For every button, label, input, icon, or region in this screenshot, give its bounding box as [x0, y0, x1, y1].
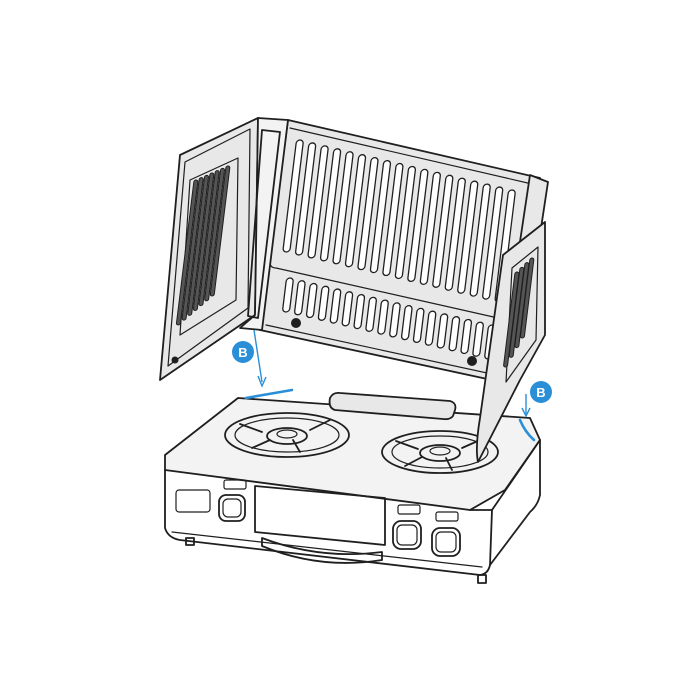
vent-slot — [317, 285, 330, 321]
vent-slot — [187, 174, 209, 316]
vent-slot — [424, 310, 437, 346]
stove-foot-left — [185, 537, 195, 546]
control-knob-center-inner — [396, 524, 418, 546]
vent-slot — [341, 291, 354, 327]
gas-stove — [164, 391, 541, 584]
vent-slot — [407, 168, 429, 283]
mounting-screw-right — [467, 356, 477, 366]
vent-slot — [469, 183, 491, 297]
vent-slot — [412, 307, 425, 344]
control-knob-left — [218, 494, 246, 522]
vent-slot — [436, 313, 449, 349]
burner-left — [224, 412, 350, 458]
vent-slot — [432, 174, 454, 288]
vent-slot — [192, 172, 215, 311]
vent-slot — [519, 257, 535, 339]
left-wing-vent-slots — [175, 165, 231, 326]
grill-drawer-handle — [261, 537, 383, 564]
grill-drawer-frame — [254, 485, 386, 546]
vent-slot — [448, 316, 461, 352]
left-side-guard-panel — [159, 117, 289, 381]
vent-slot — [389, 302, 401, 338]
vent-slot — [460, 318, 473, 355]
left-hinge-vent — [247, 129, 281, 319]
knob-indicator-left — [223, 479, 247, 490]
control-knob-center — [392, 520, 422, 550]
vent-slot — [457, 180, 479, 294]
vent-slot — [181, 177, 204, 321]
vent-slot — [365, 296, 377, 333]
back-guard-panel — [259, 119, 541, 386]
callout-right: B — [518, 381, 552, 442]
callout-right-highlight — [518, 418, 536, 442]
vent-slot — [209, 165, 231, 297]
mounting-screw-left — [291, 318, 301, 328]
vent-slot — [344, 154, 367, 268]
stove-foot-right — [477, 574, 487, 584]
vent-slot — [419, 171, 441, 286]
vent-slot — [369, 159, 392, 274]
vent-slot — [394, 165, 417, 280]
vent-slot — [198, 170, 220, 307]
vent-slot — [332, 151, 354, 265]
grill-vent — [328, 391, 457, 421]
knob-indicator-right — [435, 511, 459, 522]
vent-slot — [319, 148, 342, 262]
burner-right — [381, 430, 499, 474]
vent-slot — [294, 142, 317, 256]
callout-left-highlight — [244, 388, 294, 400]
vent-slot — [382, 162, 404, 277]
callout-left: B — [232, 329, 294, 400]
left-wing-screw — [171, 356, 179, 364]
callout-left-label: B — [238, 345, 247, 360]
vent-slot — [472, 321, 484, 357]
vent-slot — [282, 139, 304, 253]
vent-slot — [204, 167, 225, 302]
callout-right-arrow — [521, 407, 531, 418]
vent-slot — [357, 156, 379, 271]
callout-right-label: B — [536, 385, 545, 400]
callout-right-badge — [530, 381, 552, 403]
vent-slot — [444, 177, 466, 291]
back-panel-lower-slots — [282, 277, 496, 360]
control-knob-right — [431, 527, 461, 557]
vent-slot — [305, 282, 318, 319]
vent-slot — [175, 179, 199, 326]
knob-indicator-center — [397, 504, 421, 515]
stove-right-side — [489, 439, 541, 566]
callout-left-badge — [232, 341, 254, 363]
stove-bottom-edge — [171, 531, 483, 568]
control-knob-left-inner — [222, 498, 242, 518]
vent-slot — [282, 277, 294, 313]
right-wing-vent-slots — [503, 257, 535, 368]
vent-slot — [307, 145, 329, 259]
control-knob-right-inner — [435, 531, 457, 553]
vent-slot — [482, 186, 504, 300]
vent-slot — [377, 299, 389, 335]
igniter-panel-left — [175, 489, 211, 513]
back-panel-upper-slots — [282, 139, 516, 303]
vent-slot — [400, 304, 413, 341]
right-side-guard-panel — [475, 174, 549, 463]
vent-slot — [329, 288, 342, 324]
vent-slot — [294, 280, 306, 316]
callout-left-arrow — [257, 375, 267, 388]
callout-left-guide-line — [253, 329, 263, 383]
vent-slot — [353, 293, 366, 330]
